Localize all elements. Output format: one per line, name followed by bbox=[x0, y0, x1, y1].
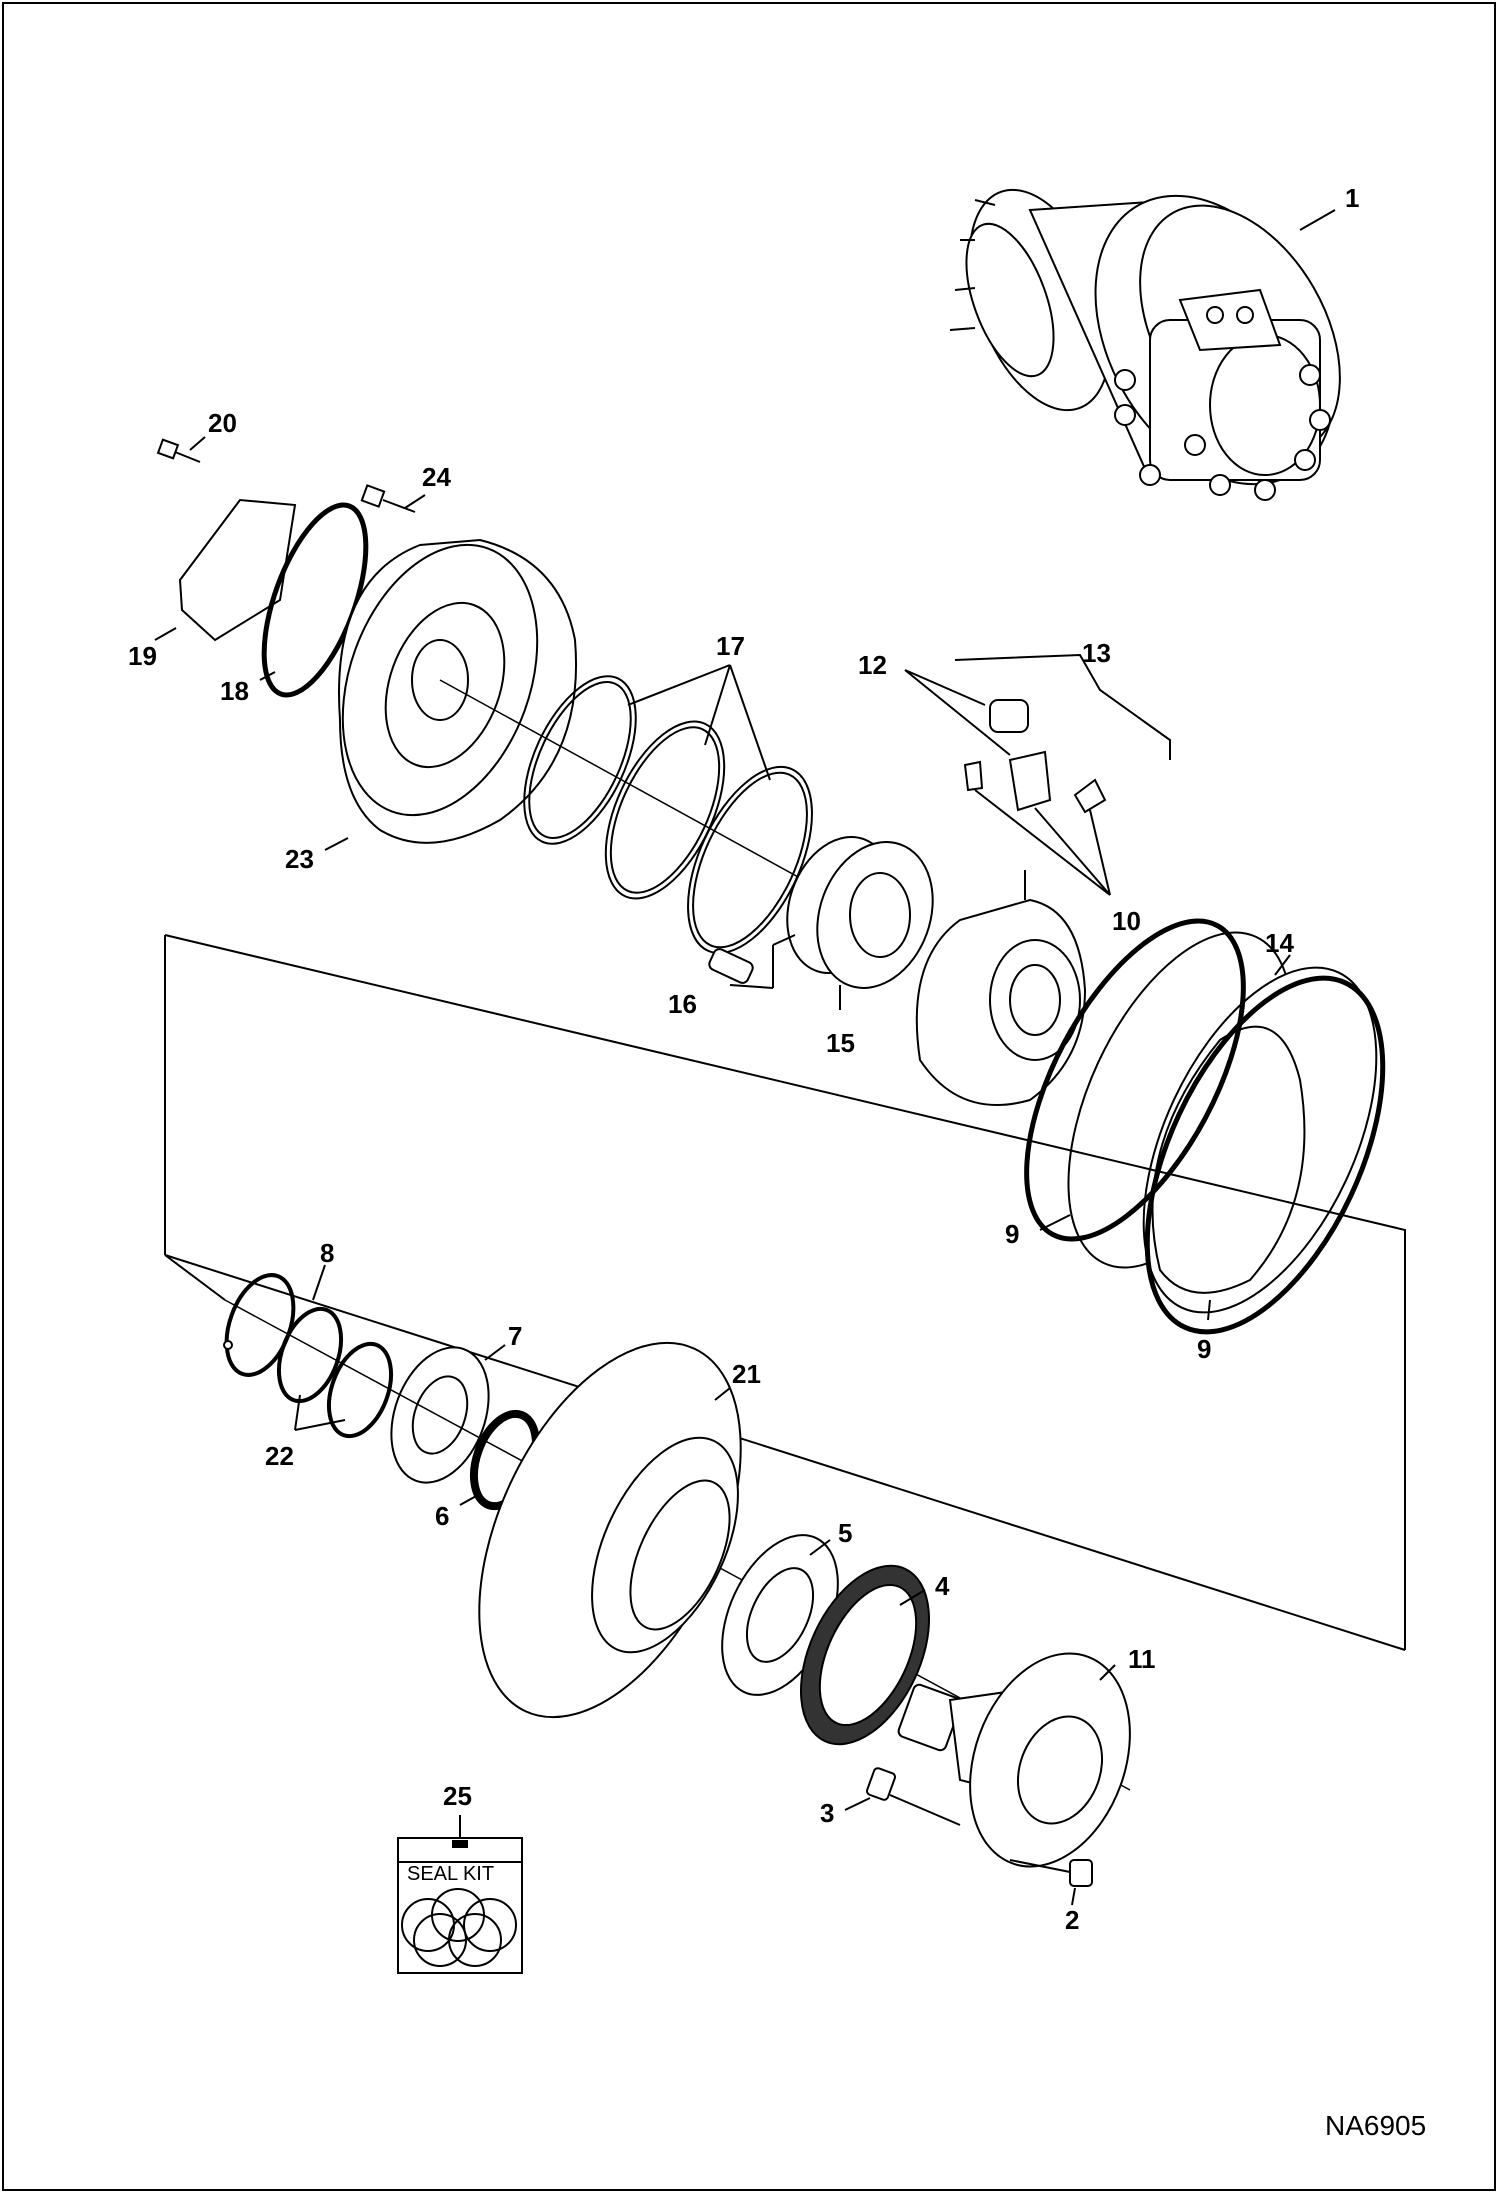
bearing-7 bbox=[390, 1346, 490, 1484]
leader-14 bbox=[1274, 954, 1291, 976]
callout-8: 8 bbox=[320, 1238, 334, 1268]
spring bbox=[708, 948, 754, 984]
leader-9b bbox=[1207, 1299, 1211, 1321]
leader-3 bbox=[844, 1797, 871, 1811]
callout-12: 12 bbox=[858, 650, 887, 680]
leader-16 bbox=[729, 984, 774, 989]
callout-2: 2 bbox=[1065, 1905, 1079, 1935]
callout-25: 25 bbox=[443, 1781, 472, 1811]
leader-17 bbox=[627, 664, 771, 781]
cover-bolt bbox=[156, 438, 201, 463]
leader-4 bbox=[899, 1589, 926, 1606]
leader-20 bbox=[189, 436, 206, 451]
wheel-nut bbox=[1009, 1859, 1093, 1887]
callout-5: 5 bbox=[838, 1518, 852, 1548]
leader-7 bbox=[484, 1344, 506, 1361]
retainer-left bbox=[963, 760, 984, 792]
callout-23: 23 bbox=[285, 844, 314, 874]
leader-22 bbox=[294, 1394, 346, 1431]
reference-frame bbox=[164, 934, 1406, 1650]
seal-kit-package bbox=[397, 1815, 523, 1974]
leader-5 bbox=[809, 1539, 831, 1556]
motor-assembly bbox=[949, 188, 1341, 501]
leader-11 bbox=[1099, 1664, 1116, 1681]
callout-14: 14 bbox=[1265, 928, 1294, 958]
seal-kit-label: SEAL KIT bbox=[407, 1863, 494, 1885]
bracket-13 bbox=[954, 653, 1171, 760]
leader-12 bbox=[904, 669, 1011, 756]
cam-ring bbox=[1067, 931, 1378, 1314]
leader-24 bbox=[404, 494, 426, 509]
callout-9-upper: 9 bbox=[1005, 1219, 1019, 1249]
leader-9a bbox=[1039, 1214, 1071, 1231]
leader-18 bbox=[259, 671, 276, 681]
callout-18: 18 bbox=[220, 676, 249, 706]
callout-22: 22 bbox=[265, 1441, 294, 1471]
callout-15: 15 bbox=[826, 1028, 855, 1058]
callout-17: 17 bbox=[716, 631, 745, 661]
leader-1 bbox=[1299, 209, 1336, 231]
leader-10 bbox=[974, 789, 1111, 896]
leader-21 bbox=[714, 1387, 731, 1401]
callout-3: 3 bbox=[820, 1798, 834, 1828]
leader-8 bbox=[312, 1264, 326, 1301]
callout-19: 19 bbox=[128, 641, 157, 671]
piston bbox=[989, 699, 1029, 733]
callout-13: 13 bbox=[1082, 638, 1111, 668]
cover-plate bbox=[178, 498, 297, 642]
callout-16: 16 bbox=[668, 989, 697, 1019]
hub bbox=[478, 1341, 742, 1719]
callout-21: 21 bbox=[732, 1359, 761, 1389]
seal-4 bbox=[799, 1564, 931, 1746]
callout-11: 11 bbox=[1128, 1644, 1156, 1674]
piston-shoe bbox=[1008, 750, 1052, 812]
callout-7: 7 bbox=[508, 1321, 522, 1351]
callout-10: 10 bbox=[1112, 906, 1141, 936]
retainer-right bbox=[1073, 778, 1107, 814]
leader-19 bbox=[154, 627, 177, 641]
callout-4: 4 bbox=[935, 1571, 950, 1601]
axle-hub bbox=[897, 1652, 1131, 1868]
housing-bolt bbox=[360, 484, 416, 513]
cylinder-block bbox=[786, 836, 934, 989]
callout-24: 24 bbox=[422, 462, 451, 492]
callout-9-lower: 9 bbox=[1197, 1334, 1211, 1364]
callout-6: 6 bbox=[435, 1501, 449, 1531]
wheel-stud bbox=[866, 1767, 961, 1826]
leader-23 bbox=[324, 837, 349, 851]
rotor bbox=[915, 898, 1087, 1106]
callout-20: 20 bbox=[208, 408, 237, 438]
callout-1: 1 bbox=[1345, 183, 1359, 213]
leader-6 bbox=[459, 1494, 479, 1506]
drawing-code: NA6905 bbox=[1325, 2110, 1426, 2141]
leader-2 bbox=[1071, 1887, 1076, 1906]
